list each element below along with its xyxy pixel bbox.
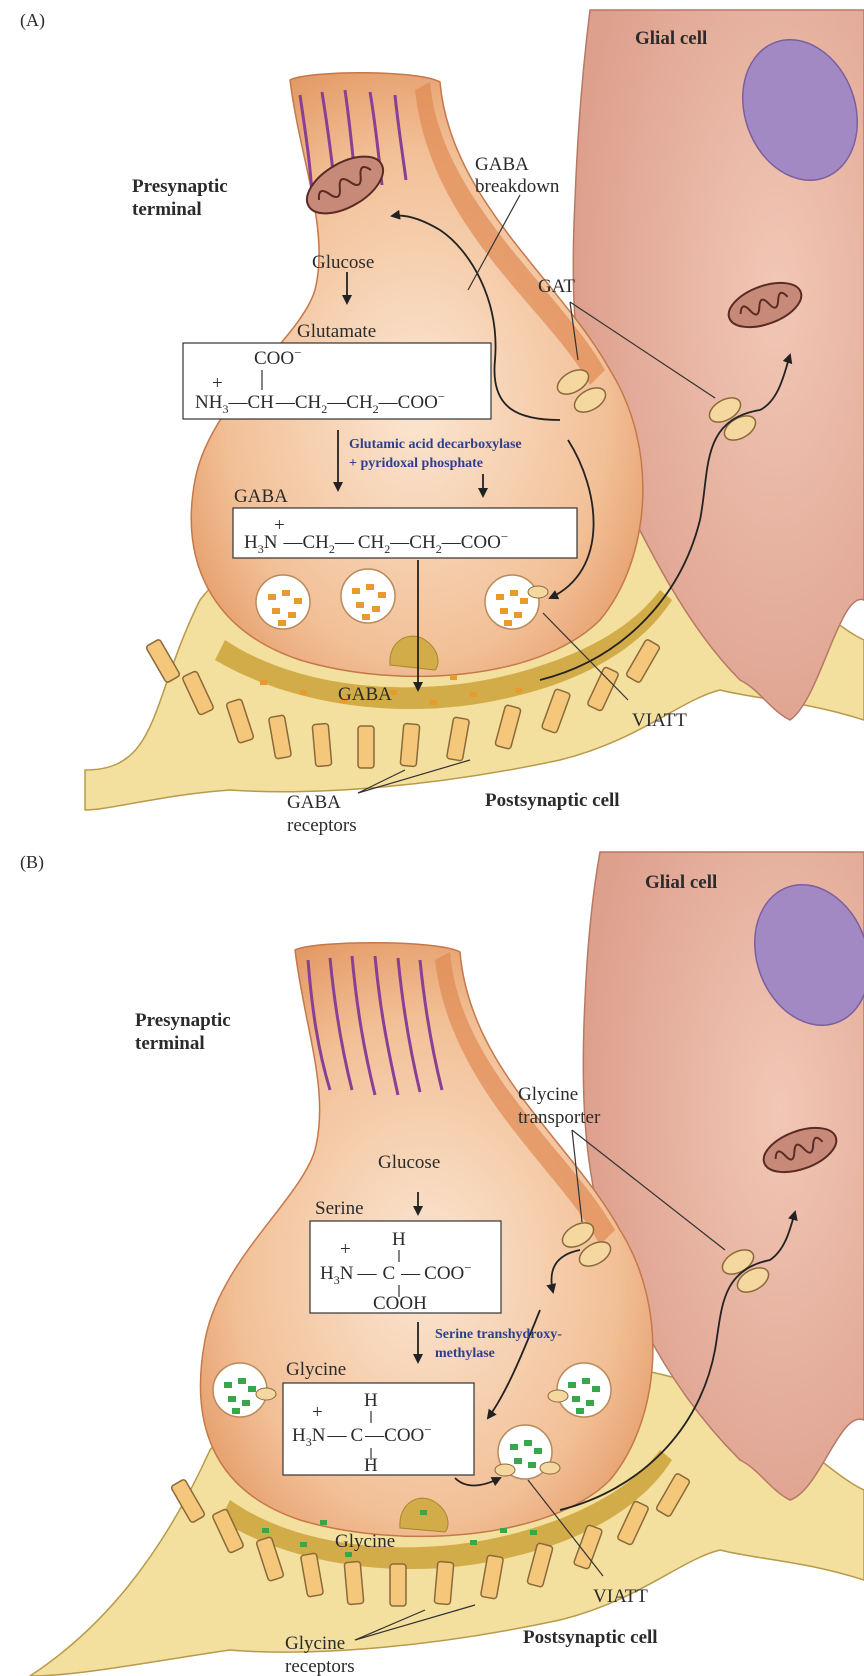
svg-text:+: + <box>340 1239 351 1260</box>
presynaptic-label-line2: terminal <box>132 199 202 220</box>
presynaptic-label-line2: terminal <box>135 1033 205 1054</box>
panel-b: (B) <box>20 852 864 1676</box>
panel-a-letter: (A) <box>20 10 45 31</box>
svg-text:H3N—CH2—CH2—CH2—COO−: H3N—CH2—CH2—CH2—COO− <box>244 529 508 556</box>
postsynaptic-label: Postsynaptic cell <box>485 790 620 811</box>
svg-text:H3N—C—COO−: H3N—C—COO− <box>292 1422 432 1449</box>
svg-text:+: + <box>312 1402 323 1423</box>
panel-a: (A) <box>20 10 864 836</box>
glycine-label: Glycine <box>286 1359 346 1380</box>
serine-label: Serine <box>315 1198 364 1219</box>
gaba-breakdown-label-line2: breakdown <box>475 176 560 197</box>
glutamate-label: Glutamate <box>297 321 376 342</box>
postsynaptic-label: Postsynaptic cell <box>523 1627 658 1648</box>
receptors-label-line1: GABA <box>287 792 341 813</box>
svg-text:COOH: COOH <box>373 1293 427 1314</box>
transporter-label-line1: Glycine <box>518 1084 578 1105</box>
cleft-gaba-label: GABA <box>338 684 392 705</box>
transporter-label-line2: transporter <box>518 1107 601 1128</box>
enzyme-label-line1: Glutamic acid decarboxylase <box>349 437 522 452</box>
viatt-label: VIATT <box>632 710 687 731</box>
gaba-breakdown-label-line1: GABA <box>475 154 529 175</box>
glucose-label: Glucose <box>312 252 374 273</box>
receptors-label-line2: receptors <box>287 815 357 836</box>
viatt-label: VIATT <box>593 1586 648 1607</box>
glial-cell-label: Glial cell <box>635 28 707 49</box>
gat-label: GAT <box>538 276 575 297</box>
receptors-label-line2: receptors <box>285 1656 355 1676</box>
panel-b-letter: (B) <box>20 852 44 873</box>
presynaptic-label-line1: Presynaptic <box>135 1010 231 1031</box>
svg-text:H: H <box>364 1455 378 1476</box>
enzyme-label-line1: Serine transhydroxy- <box>435 1327 562 1342</box>
enzyme-label-line2: methylase <box>435 1346 495 1361</box>
vesicle <box>341 569 395 623</box>
receptors-label-line1: Glycine <box>285 1633 345 1654</box>
svg-text:H: H <box>364 1390 378 1411</box>
gaba-label: GABA <box>234 486 288 507</box>
svg-text:NH3—CH—CH2—CH2—COO−: NH3—CH—CH2—CH2—COO− <box>195 389 445 416</box>
svg-text:H: H <box>392 1229 406 1250</box>
presynaptic-label-line1: Presynaptic <box>132 176 228 197</box>
glucose-label: Glucose <box>378 1152 440 1173</box>
svg-text:+: + <box>212 373 223 394</box>
cleft-glycine-label: Glycine <box>335 1531 395 1552</box>
vesicle <box>256 575 310 629</box>
enzyme-label-line2: + pyridoxal phosphate <box>349 456 483 471</box>
glial-cell-label: Glial cell <box>645 872 717 893</box>
